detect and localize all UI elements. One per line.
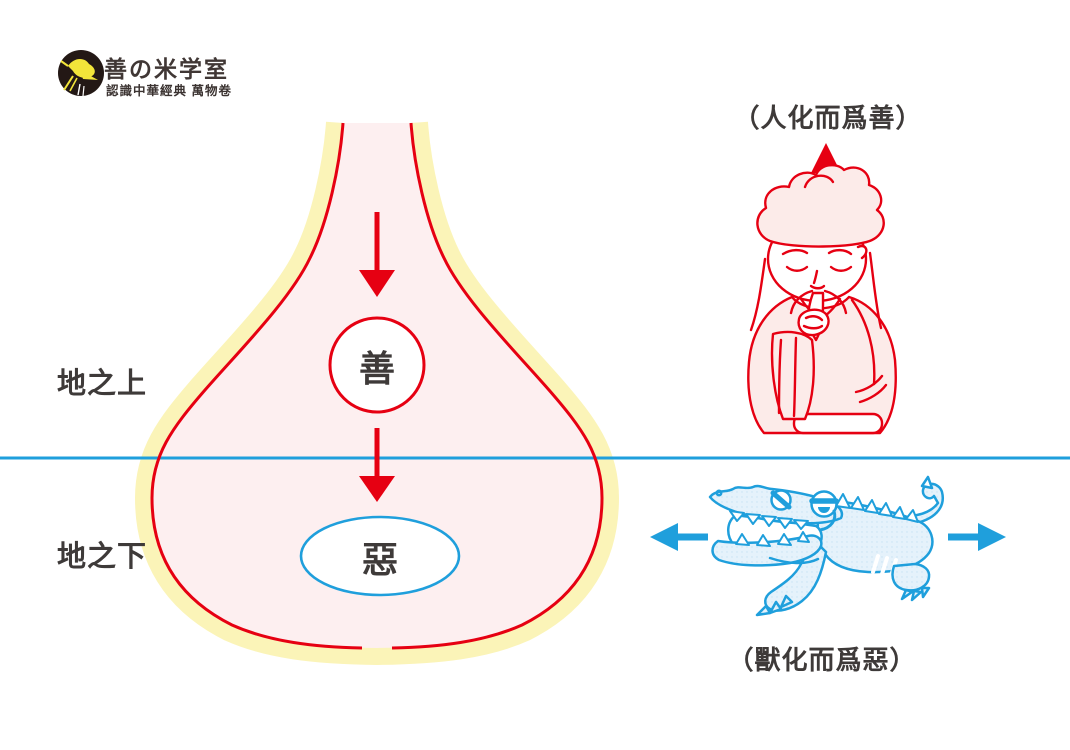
sage-illustration [747,143,897,435]
evil-node-label: 惡 [361,539,399,580]
beast-caption: （獸化而爲惡） [727,645,917,675]
evil-node-ellipse [299,515,461,597]
logo-subtitle: 認識中華經典 萬物卷 [106,84,232,98]
crocodile-illustration [708,475,945,617]
right-arrow-icon [948,523,1006,551]
good-node-label: 善 [358,348,396,389]
label-above-ground: 地之上 [57,368,148,400]
label-below-ground: 地之下 [57,541,148,573]
human-caption: （人化而爲善） [733,103,923,133]
swallow-logo-icon [58,50,104,97]
down-arrow-icon-upper [359,212,395,297]
good-node-circle [328,316,426,414]
logo-title: 善の米学室 [104,56,229,83]
down-arrow-icon-lower [359,428,395,502]
vessel-outline [150,122,604,650]
left-arrow-icon [650,523,708,551]
